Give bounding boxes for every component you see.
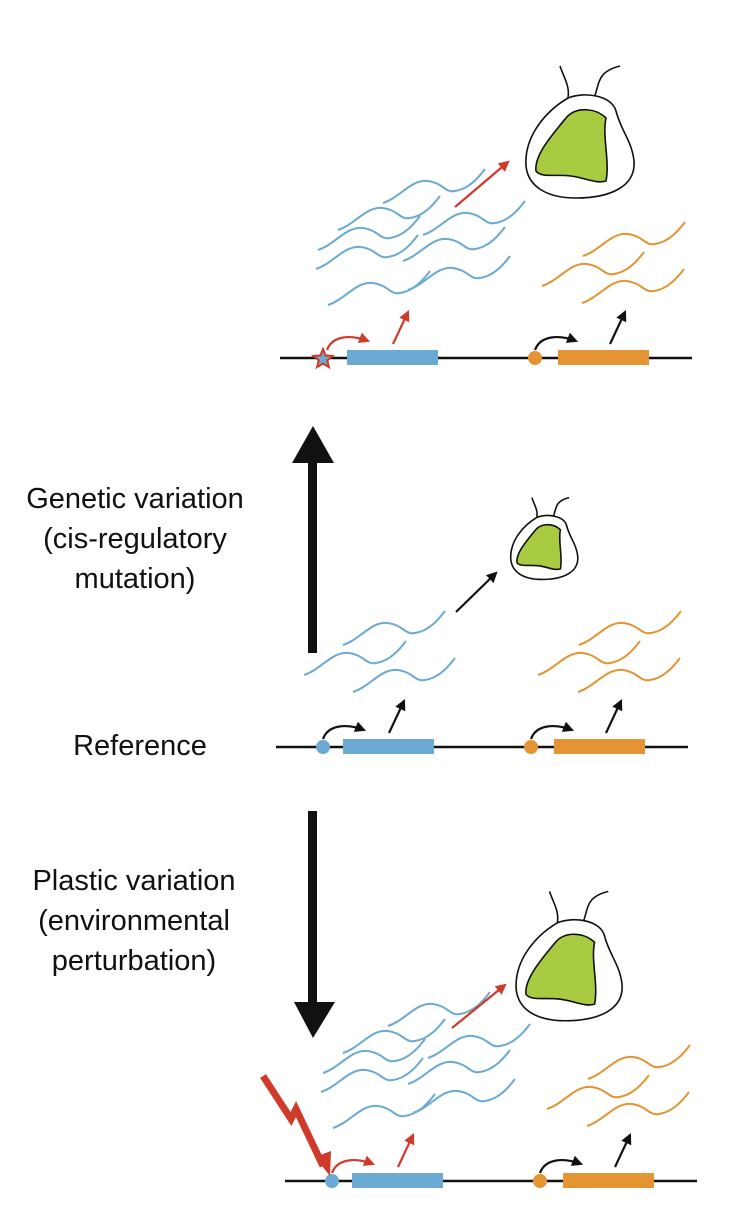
transcript-a [422, 200, 526, 236]
plastic-label-line3: perturbation) [52, 945, 216, 977]
algae-cell-icon [509, 496, 579, 581]
gene-b-box [563, 1173, 654, 1188]
transcript-b [582, 221, 686, 257]
reference-label: Reference [73, 730, 207, 762]
panel-reference [276, 496, 688, 754]
transcript-a [412, 1078, 516, 1114]
transcript-b [537, 640, 641, 676]
transcript-a [317, 215, 421, 251]
transcript-b [541, 251, 645, 287]
phenotype-arrow [454, 160, 510, 208]
transcript-b [546, 1074, 650, 1110]
transcript-a [402, 226, 506, 262]
phenotype-arrow [455, 571, 498, 613]
down-arrow-icon [294, 811, 335, 1038]
up-arrow-icon [292, 426, 334, 653]
algae-cell-icon [525, 65, 635, 199]
transcript-a [342, 610, 446, 646]
transcript-a [320, 1057, 424, 1093]
expression-arrow-a [392, 310, 410, 345]
panel-genetic-variation [280, 65, 692, 370]
expression-arrow-a [388, 699, 406, 734]
lightning-icon [260, 1074, 327, 1168]
expression-arrow-b [605, 699, 623, 734]
transcript-a [407, 255, 511, 291]
transcription-arrow-a [330, 1155, 376, 1174]
expression-arrow-b [609, 310, 627, 345]
gene-b-box [558, 350, 649, 365]
plastic-label-line1: Plastic variation [32, 865, 235, 897]
transcript-b [577, 657, 681, 693]
gene-a-box [343, 739, 434, 754]
genetic-variation-label: Genetic variation (cis-regulatory mutati… [26, 483, 244, 595]
transcript-a [352, 657, 456, 693]
promoter-b [533, 1174, 547, 1188]
transcription-arrow-b [538, 1155, 584, 1174]
mutation-star-icon [311, 346, 335, 370]
transcript-b [578, 610, 682, 646]
promoter-b [524, 740, 538, 754]
genetic-label-line2: (cis-regulatory [43, 523, 227, 555]
transcript-a [315, 234, 419, 270]
transcript-a [382, 168, 486, 204]
transcription-arrow-a [321, 721, 367, 740]
expression-arrow-a [397, 1133, 415, 1168]
genetic-label-line1: Genetic variation [26, 483, 244, 515]
plastic-label-line2: (environmental [38, 905, 230, 937]
promoter-a [316, 740, 330, 754]
transcript-a [387, 991, 491, 1027]
algae-cell-icon [515, 890, 623, 1022]
transcript-b [581, 268, 685, 304]
promoter-b [528, 351, 542, 365]
panel-plastic-variation [260, 890, 697, 1188]
genetic-label-line3: mutation) [75, 563, 196, 595]
transcription-arrow-b [533, 332, 579, 351]
phenotype-arrow [451, 983, 507, 1029]
gene-b-box [554, 739, 645, 754]
transcript-a [303, 640, 407, 676]
plastic-variation-label: Plastic variation (environmental perturb… [32, 865, 235, 977]
transcript-a [427, 1023, 531, 1059]
transcript-a [407, 1049, 511, 1085]
transcription-arrow-b [529, 721, 575, 740]
transcript-b [586, 1091, 690, 1127]
transcript-a [337, 195, 441, 231]
expression-arrow-b [614, 1133, 632, 1168]
gene-a-box [347, 350, 438, 365]
transcript-a [342, 1018, 446, 1054]
transcript-a [322, 1038, 426, 1074]
transcription-arrow-a [325, 332, 371, 351]
gene-a-box [352, 1173, 443, 1188]
promoter-a [325, 1174, 339, 1188]
transcript-b [587, 1044, 691, 1080]
